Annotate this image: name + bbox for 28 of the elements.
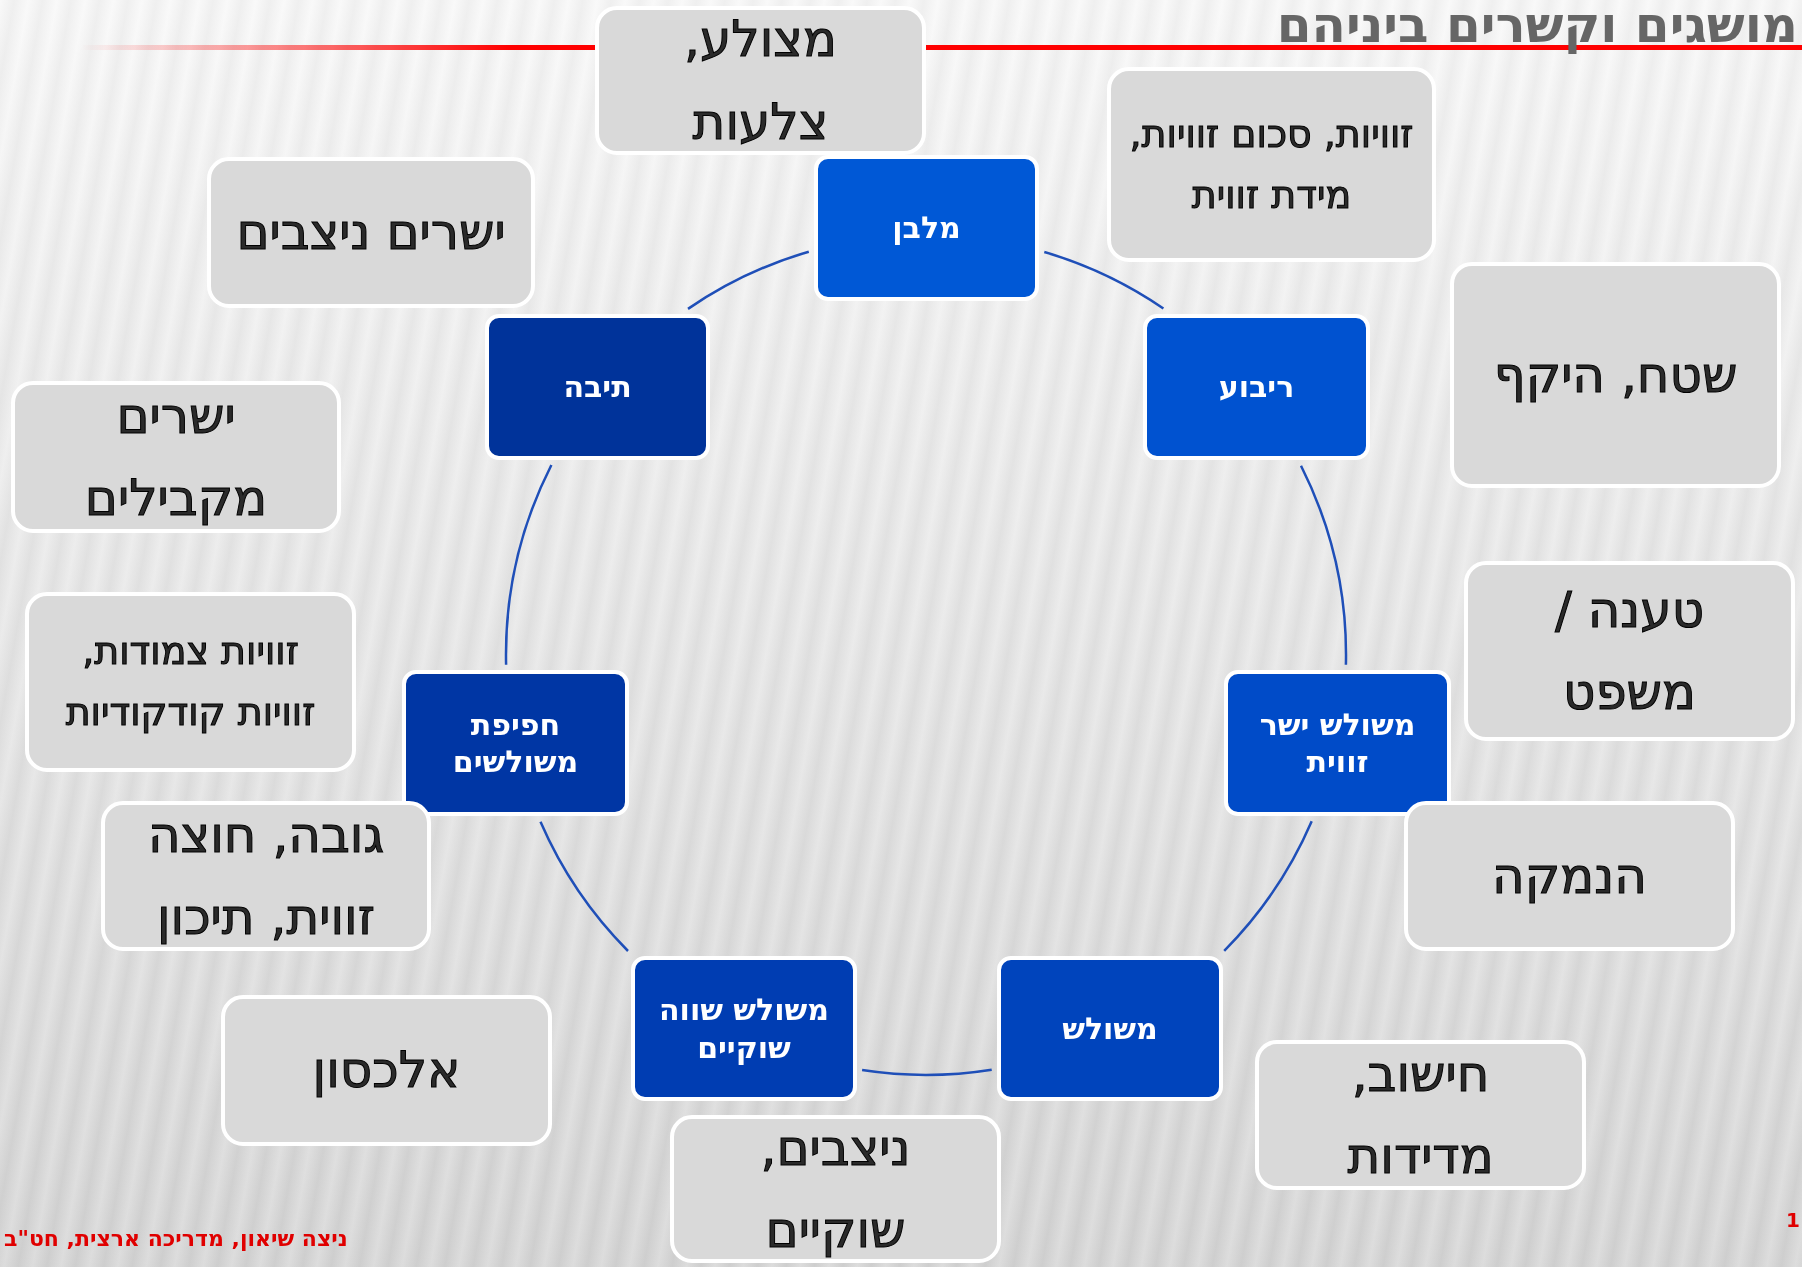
concept-box: משולש xyxy=(997,956,1223,1101)
author-credit: ניצה שיאון, מדריכה ארצית, חט"ב xyxy=(4,1225,348,1253)
term-box: ישרים מקבילים xyxy=(11,381,341,533)
term-box: זוויות צמודות, זוויות קודקודיות xyxy=(25,592,356,772)
connector-arc xyxy=(1299,465,1348,665)
connector-arc xyxy=(1043,250,1165,310)
connector-arc xyxy=(861,1068,992,1077)
term-box: חישוב, מדידות xyxy=(1255,1040,1586,1190)
term-box: ישרים ניצבים xyxy=(207,157,535,308)
term-box: הנמקה xyxy=(1404,801,1735,951)
page-number: 1 xyxy=(1786,1207,1800,1234)
connector-arc xyxy=(1223,820,1313,952)
term-box: זוויות, סכום זוויות, מידת זווית xyxy=(1107,67,1436,262)
connector-arc xyxy=(504,464,553,665)
term-box: אלכסון xyxy=(221,995,552,1146)
term-box: גובה, חוצה זווית, תיכון xyxy=(101,801,431,951)
concept-box: משולש ישר זווית xyxy=(1224,670,1451,816)
connector-arc xyxy=(539,821,629,952)
concept-box: תיבה xyxy=(485,314,710,460)
concept-box: חפיפת משולשים xyxy=(402,670,629,816)
connector-arc xyxy=(687,250,810,310)
concept-box: ריבוע xyxy=(1143,314,1370,460)
term-box: ניצבים, שוקיים xyxy=(670,1115,1001,1263)
concept-box: מלבן xyxy=(814,155,1039,301)
term-box: שטח, היקף xyxy=(1450,262,1781,488)
concept-box: משולש שווה שוקיים xyxy=(631,956,857,1101)
term-box: מצולע, צלעות xyxy=(595,6,926,155)
term-box: טענה / משפט xyxy=(1464,561,1795,741)
